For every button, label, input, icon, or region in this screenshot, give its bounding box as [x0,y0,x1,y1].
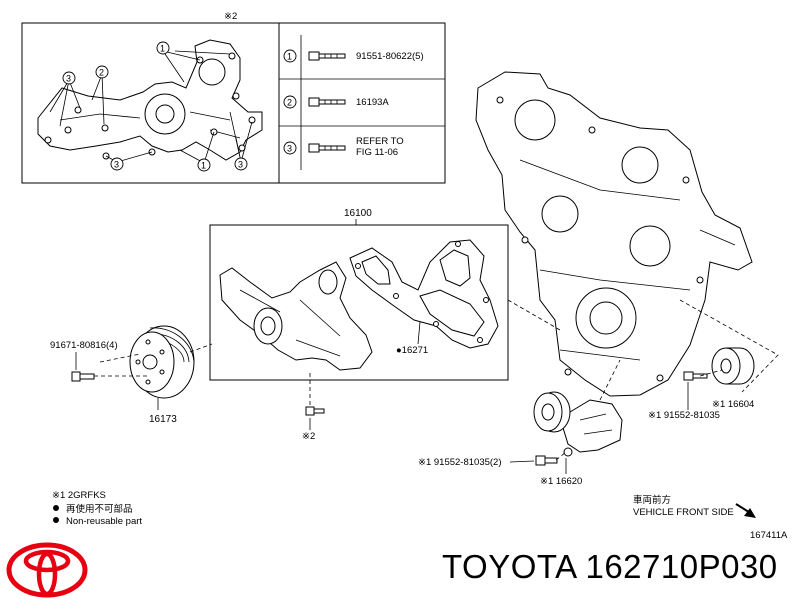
legend-row-2: 2 16193A [283,95,389,109]
tensioner-label: ※1 16620 [540,476,582,487]
bolt-icon [308,51,346,61]
note-non-reusable-en: Non-reusable part [66,516,142,527]
arrow-right-icon [735,503,756,518]
pump-port [198,58,226,86]
tensioner-bolt: ※1 91552-81035(2) [418,455,558,468]
svg-text:1: 1 [287,52,292,62]
bolt-shank [313,408,325,414]
timing-cover [475,71,753,397]
pulley-label: 16173 [149,414,177,425]
legend-part-number: 16193A [356,97,389,108]
pump-outlet-port [318,269,338,295]
idler-center [720,358,732,374]
pump-housing-outline [37,39,263,161]
pump-body-ribs [239,289,341,357]
bolt-holes [44,52,256,160]
non-reusable-bullet [53,505,59,511]
bolt-head [683,371,694,381]
gasket-label: ●16271 [396,345,428,356]
tensioner-16620: ※1 16620 [533,391,623,487]
svg-text:3: 3 [66,74,71,84]
idler-bolt-label: ※1 91552-81035 [648,410,720,421]
pump-hub-center [260,316,276,336]
non-reusable-bullet [53,517,59,523]
tensioner-body [559,399,623,453]
idler-pulley-16604: ※1 16604 [711,347,755,410]
timing-cover-outline [475,71,753,397]
svg-text:1: 1 [160,44,165,54]
tensioner-arm-detail [579,413,613,435]
gasket-inner-opening [419,289,485,337]
bolt-shank [79,373,95,380]
legend-reference-text: REFER TO FIG 11-06 [356,136,406,158]
water-pump-body [219,261,373,371]
inset-leader-lines [49,50,253,164]
inset-header-mark: ※2 [224,11,237,22]
pulley-bolt-holes [135,339,165,385]
gasket-inner-opening [361,255,391,285]
legend-row-1: 1 91551-80622(5) [283,49,424,63]
brand-part-number: TOYOTA 162710P030 [442,548,778,585]
svg-text:1: 1 [201,161,206,171]
toyota-logo-icon [6,542,88,598]
pump-bolt-label: ※2 [302,431,315,442]
inset-box: ※2 [21,11,446,184]
bolt-head [71,371,81,382]
front-side-jp: 車両前方 [633,494,671,506]
svg-text:2: 2 [99,68,104,78]
cover-cam-bore [621,146,659,184]
bolt-head [535,455,546,466]
bolt-shank [544,457,558,464]
cover-cam-bore [514,99,556,141]
bolt-icon [308,97,346,107]
assembly-label: 16100 [344,208,372,219]
pulley-16173: 16173 [129,325,195,425]
tensioner-bolt-label: ※1 91552-81035(2) [418,457,502,468]
pulley-center [142,354,158,370]
bolt-head [305,406,315,416]
note-non-reusable-jp: 再使用不可部品 [66,503,133,515]
assembly-16100: 16100 ●16271 [209,208,509,381]
figure-id: 167411A [750,530,788,541]
inset-frame [21,22,446,184]
svg-text:3: 3 [287,144,292,154]
svg-text:3: 3 [114,160,119,170]
gasket-leader [417,321,421,345]
assembly-frame [209,224,509,381]
cover-bolt-holes [496,96,704,382]
tensioner-pulley-center [541,403,555,421]
pulley-bolt-label: 91671-80816(4) [50,340,118,351]
cover-ribs [519,159,736,361]
gasket-inner-opening [439,249,471,287]
notes-legend: ※1 2GRFKS 再使用不可部品 Non-reusable part [52,490,142,527]
pulley-bolt: 91671-80816(4) [50,340,118,382]
legend-row-3: 3 REFER TO FIG 11-06 [283,136,406,158]
svg-text:2: 2 [287,98,292,108]
idler-label: ※1 16604 [712,399,754,410]
cover-crank-seal [589,301,623,335]
cover-bore [541,195,579,233]
tensioner-pivot [563,447,573,457]
legend-part-number: 91551-80622(5) [356,51,424,62]
inset-callout-circles: 3 2 1 3 1 3 [62,41,248,172]
pump-bolt: ※2 [302,406,325,442]
pump-shaft [155,104,175,124]
tensioner-bolt-leader [509,460,535,463]
cover-bore [629,225,671,267]
front-side-en: VEHICLE FRONT SIDE [633,507,734,518]
bolt-icon [308,143,346,153]
note-applicability: ※1 2GRFKS [52,490,106,501]
gasket-bolt-holes [355,241,489,343]
vehicle-front-indicator: 車両前方 VEHICLE FRONT SIDE 167411A [633,494,788,541]
svg-text:3: 3 [238,160,243,170]
assembly-dashed-lines [94,299,779,461]
